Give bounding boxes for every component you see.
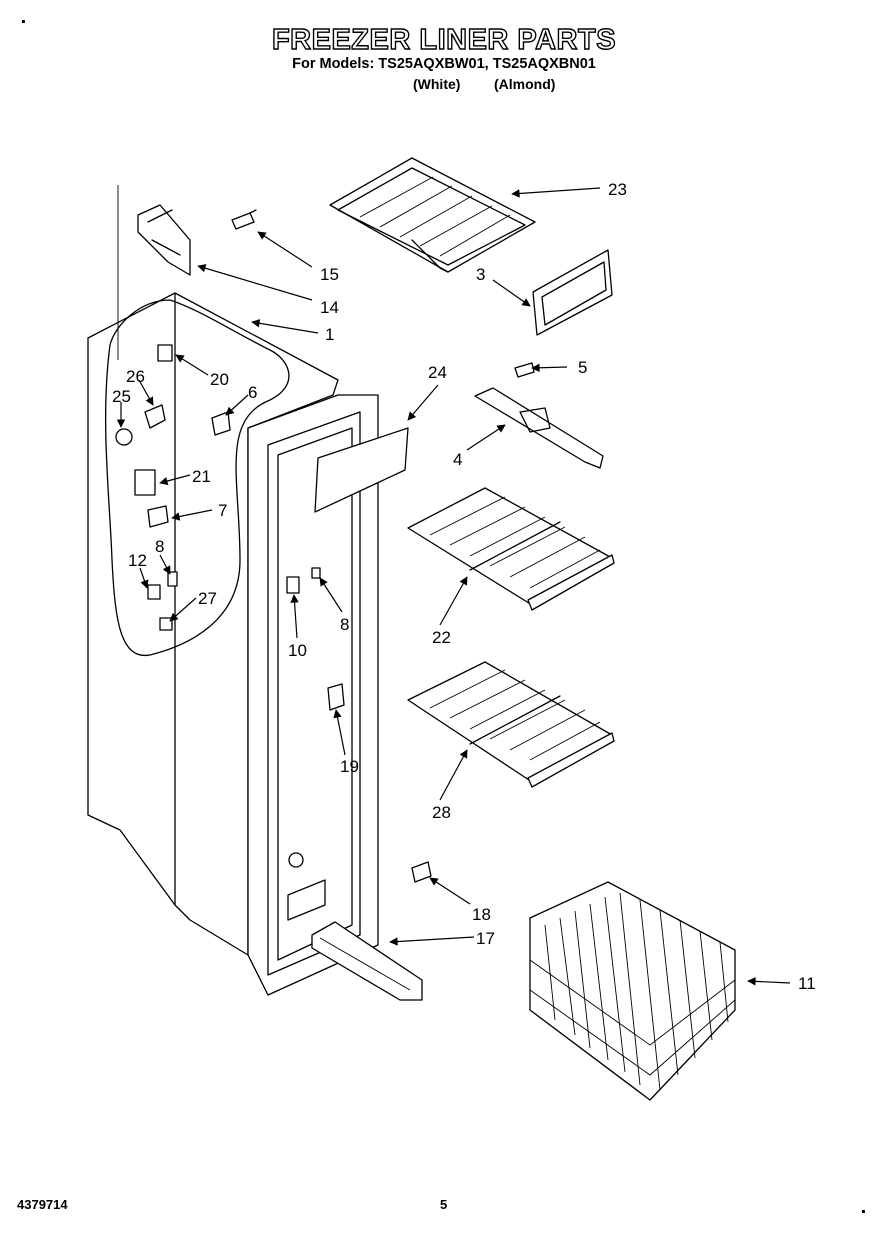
callout-22: 22 <box>432 628 451 647</box>
callout-18: 18 <box>472 905 491 924</box>
callout-5: 5 <box>578 358 587 377</box>
callout-20: 20 <box>210 370 229 389</box>
corner-mark-top-left <box>22 20 25 23</box>
callout-23: 23 <box>608 180 627 199</box>
page-header: FREEZER LINER PARTS For Models: TS25AQXB… <box>0 23 888 73</box>
page-title: FREEZER LINER PARTS <box>271 23 617 56</box>
callout-28: 28 <box>432 803 451 822</box>
callout-27: 27 <box>198 589 217 608</box>
shelf-part-23 <box>329 157 536 273</box>
small-internal-parts <box>115 344 345 711</box>
callout-12: 12 <box>128 551 147 570</box>
model-numbers: For Models: TS25AQXBW01, TS25AQXBN01 <box>292 56 596 72</box>
callout-24: 24 <box>428 363 447 382</box>
screw-part-18 <box>411 861 432 883</box>
callout-15: 15 <box>320 265 339 284</box>
callout-8: 8 <box>155 537 164 556</box>
document-number: 4379714 <box>17 1197 68 1212</box>
freezer-liner-part-1 <box>87 185 379 996</box>
rail-part-4 <box>474 387 604 469</box>
callout-1: 1 <box>325 325 334 344</box>
callout-leaders <box>116 187 791 986</box>
callout-6: 6 <box>248 383 257 402</box>
callout-26: 26 <box>126 367 145 386</box>
callout-3: 3 <box>476 265 485 284</box>
callout-11: 11 <box>798 974 816 993</box>
wire-shelf-part-22 <box>407 487 615 611</box>
rail-part-3 <box>532 249 613 336</box>
callout-14: 14 <box>320 298 339 317</box>
callout-25: 25 <box>112 387 131 406</box>
callout-4: 4 <box>453 450 462 469</box>
bracket-part-14 <box>137 204 191 276</box>
corner-mark-bottom-right <box>862 1210 865 1213</box>
callout-19: 19 <box>340 757 359 776</box>
callout-labels: 23 15 14 1 3 5 24 20 26 25 6 4 21 7 12 8… <box>112 180 816 993</box>
grille-part-17 <box>311 921 423 1001</box>
callout-8b: 8 <box>340 615 349 634</box>
callout-21: 21 <box>192 467 211 486</box>
callout-7: 7 <box>218 501 227 520</box>
variant-white: (White) <box>413 76 461 92</box>
strip-part-24 <box>314 427 409 513</box>
callout-17: 17 <box>476 929 495 948</box>
callout-10: 10 <box>288 641 307 660</box>
wire-shelf-part-28 <box>407 661 615 788</box>
screw-part-5 <box>514 362 535 378</box>
screw-part-15 <box>231 209 257 230</box>
page-number: 5 <box>440 1197 448 1212</box>
basket-part-11 <box>529 881 736 1101</box>
variant-almond: (Almond) <box>494 76 556 92</box>
